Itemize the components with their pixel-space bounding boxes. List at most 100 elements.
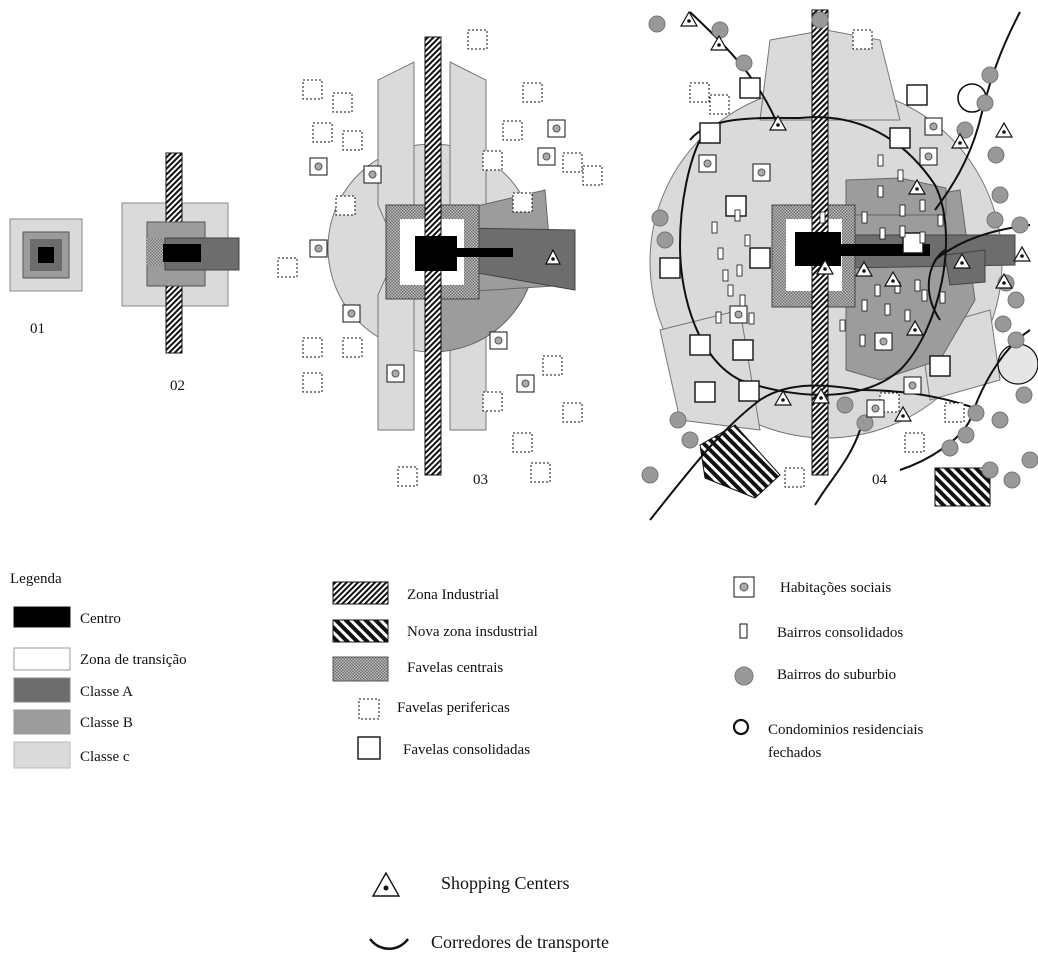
ring-icon: [732, 718, 750, 736]
shopping-center-dot: [819, 396, 823, 400]
shopping-center-dot: [823, 267, 827, 271]
stage-03-peripheral-favelas: [277, 29, 603, 487]
consolidated-favela: [689, 334, 711, 356]
stage-01-diagram: [9, 218, 83, 292]
social-housing-dot: [494, 336, 503, 345]
peripheral-favela: [512, 432, 533, 453]
suburb: [641, 466, 659, 484]
shopping-center: [1012, 245, 1032, 262]
shopping-center: [709, 34, 729, 51]
suburb: [856, 414, 874, 432]
consolidated-favela: [889, 127, 911, 149]
suburb: [994, 315, 1012, 333]
curve-icon: [369, 938, 409, 950]
suburb: [735, 54, 753, 72]
suburb: [1015, 386, 1033, 404]
peripheral-favela: [562, 402, 583, 423]
shopping-center-dot: [958, 141, 962, 145]
legend-label-transicao: Zona de transição: [80, 652, 187, 668]
social-housing-dot: [871, 404, 880, 413]
stage-04-consolidated-favelas: [659, 77, 951, 403]
consolidated-favela: [749, 247, 771, 269]
social-housing-dot: [924, 152, 933, 161]
peripheral-favela: [562, 152, 583, 173]
consolidated-neighborhood: [839, 319, 846, 332]
peripheral-favela: [542, 355, 563, 376]
legend-label-bairros-consolidados: Bairros consolidados: [777, 625, 903, 641]
consolidated-neighborhood: [722, 269, 729, 282]
suburb: [991, 186, 1009, 204]
consolidated-favela: [738, 380, 760, 402]
stage-03-label: 03: [473, 472, 488, 488]
suburb: [656, 231, 674, 249]
legend-label-corredores: Corredores de transporte: [431, 932, 609, 952]
legend-label-zona-industrial: Zona Industrial: [407, 587, 499, 603]
consolidated-neighborhood: [884, 303, 891, 316]
consolidated-neighborhood: [748, 312, 755, 325]
shopping-center-dot: [687, 19, 691, 23]
peripheral-favela: [302, 372, 323, 393]
peripheral-favela: [852, 29, 873, 50]
suburb: [1003, 471, 1021, 489]
shopping-center-dot: [891, 279, 895, 283]
legend-swatch-zona-industrial: [332, 581, 389, 605]
shopping-center: [883, 270, 903, 287]
suburb: [1011, 216, 1029, 234]
consolidated-neighborhood: [877, 154, 884, 167]
shopping-center: [773, 389, 793, 406]
social-housing-dot: [542, 152, 551, 161]
stage-01-label: 01: [30, 321, 45, 337]
legend-swatch-transicao: [13, 647, 71, 671]
legend-swatch-nova-zona: [332, 619, 389, 643]
consolidated-neighborhood: [874, 284, 881, 297]
peripheral-favela: [277, 257, 298, 278]
suburb: [811, 11, 829, 29]
consolidated-favela: [659, 257, 681, 279]
legend-label-classe-c: Classe c: [80, 749, 130, 765]
suburb: [967, 404, 985, 422]
social-housing-dot: [347, 309, 356, 318]
consolidated-neighborhood: [879, 227, 886, 240]
consolidated-favela: [906, 84, 928, 106]
legend-label-favelas-perifericas: Favelas perifericas: [397, 700, 510, 716]
shopping-center: [815, 258, 835, 275]
grey-circle-icon: [734, 666, 754, 686]
legend-label-favelas-consolidadas: Favelas consolidadas: [403, 742, 530, 758]
peripheral-favela: [342, 130, 363, 151]
shopping-center-dot: [1020, 254, 1024, 258]
shopping-center-dot: [781, 398, 785, 402]
shopping-center: [854, 260, 874, 277]
stage-04-suburbs: [641, 11, 1038, 489]
social-housing-dot: [929, 122, 938, 131]
peripheral-favela: [302, 79, 323, 100]
stage-03-social-housing: [309, 119, 566, 393]
legend-label-shopping: Shopping Centers: [441, 873, 570, 893]
legend-label-favelas-centrais: Favelas centrais: [407, 660, 503, 676]
small-rect-icon: [739, 623, 748, 639]
suburb: [681, 431, 699, 449]
legend-swatch-centro: [13, 606, 71, 628]
stage-03-diagram: [327, 36, 576, 476]
consolidated-favela: [929, 355, 951, 377]
shopping-center-dot: [960, 261, 964, 265]
social-housing-dot: [391, 369, 400, 378]
peripheral-favela: [332, 92, 353, 113]
consolidated-favela: [694, 381, 716, 403]
stage-04-label: 04: [872, 472, 888, 488]
peripheral-favela: [482, 391, 503, 412]
suburb: [1021, 451, 1038, 469]
peripheral-favela: [342, 337, 363, 358]
shopping-center: [950, 132, 970, 149]
peripheral-favela: [944, 402, 965, 423]
shopping-center: [768, 114, 788, 131]
social-housing-dot: [314, 244, 323, 253]
consolidated-neighborhood: [919, 231, 926, 244]
peripheral-favela: [482, 150, 503, 171]
legend-label-condominios: Condominios residenciais: [768, 722, 924, 738]
stage-02-diagram: [121, 152, 240, 354]
peripheral-favela: [784, 467, 805, 488]
consolidated-neighborhood: [717, 247, 724, 260]
consolidated-neighborhood: [739, 294, 746, 307]
legend-swatch-favelas-consolidadas: [357, 736, 381, 760]
